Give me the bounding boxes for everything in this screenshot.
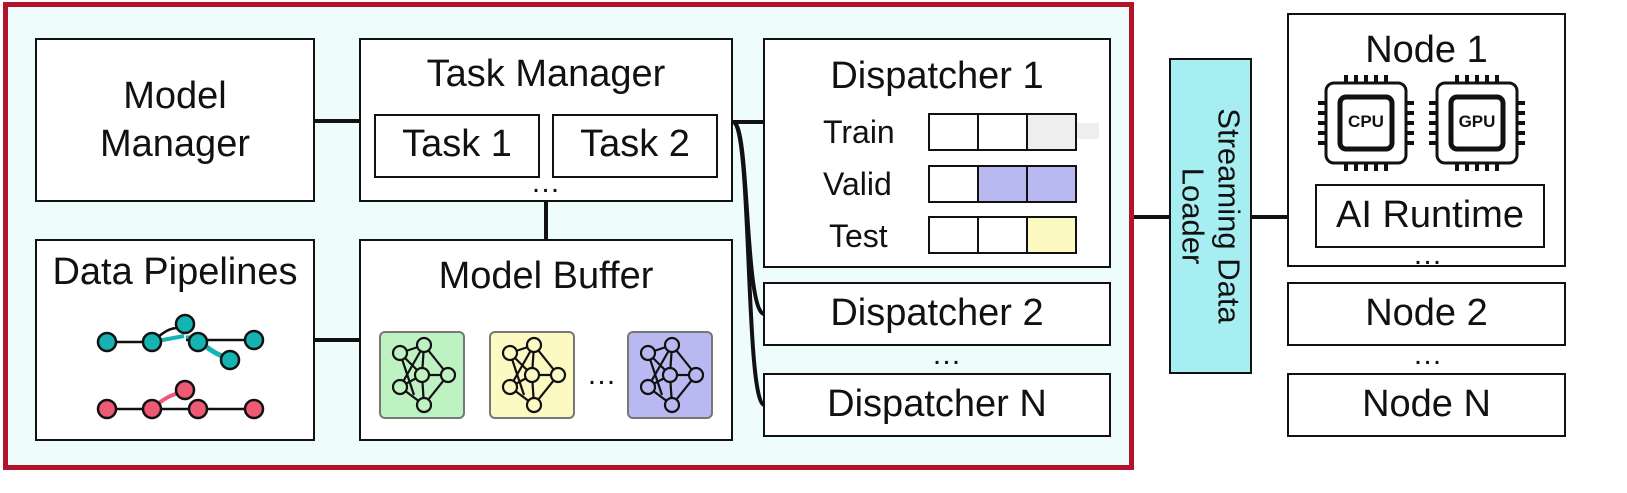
train-label: Train [823,114,895,150]
ai-runtime-box [1315,184,1545,248]
model-manager-label-line1: Model [123,75,227,117]
streaming-data-loader-line1: Streaming Data [1211,108,1247,324]
node-ellipsis: … [1412,338,1444,371]
task-2-label: Task 2 [580,123,690,165]
dispatcher-ellipsis: … [931,338,963,371]
task-1-label: Task 1 [402,123,512,165]
test-slot-3 [1026,216,1077,254]
neural-network-icon-yellow [489,331,575,419]
neural-network-icon-blue [627,331,713,419]
dispatcher-n-title: Dispatcher N [827,383,1047,425]
model-manager-box [35,38,315,202]
node-1-title: Node 1 [1365,29,1488,71]
streaming-data-loader-box [1169,58,1252,374]
connector-task-dispatcherN [731,120,766,407]
valid-label: Valid [823,166,892,202]
task-1-box [374,114,540,178]
gpu-label: GPU [1458,112,1496,131]
dispatcher-2-title: Dispatcher 2 [830,292,1044,334]
model-buffer-title: Model Buffer [438,255,654,297]
task-2-box [552,114,718,178]
streaming-data-loader-line2: Loader [1175,167,1211,265]
node-n-title: Node N [1362,383,1491,425]
node-2-box [1287,282,1566,346]
task-manager-title: Task Manager [426,53,666,95]
model-manager-label-line2: Manager [100,123,250,165]
train-slot-3 [1026,113,1077,151]
valid-slot-1 [928,165,979,203]
valid-slot-3 [1026,165,1077,203]
node-2-title: Node 2 [1365,292,1488,334]
neural-network-icon-green [379,331,465,419]
dispatcher-1-title: Dispatcher 1 [830,55,1044,97]
train-slot-1 [928,113,979,151]
train-queue-shadow [1075,123,1099,139]
valid-slot-2 [977,165,1028,203]
node-1-ellipsis: … [1412,238,1444,271]
ai-runtime-label: AI Runtime [1336,194,1524,236]
dispatcher-n-box [763,373,1111,437]
task-ellipsis: … [530,166,562,199]
dispatcher-2-box [763,282,1111,346]
streaming-data-loader-label: Streaming Data Loader [1169,58,1252,374]
cpu-label: CPU [1348,112,1384,131]
node-n-box [1287,373,1566,437]
train-slot-2 [977,113,1028,151]
test-slot-1 [928,216,979,254]
test-label: Test [829,218,888,254]
data-pipelines-title: Data Pipelines [52,251,298,293]
test-slot-2 [977,216,1028,254]
model-buffer-ellipsis: … [586,358,618,391]
